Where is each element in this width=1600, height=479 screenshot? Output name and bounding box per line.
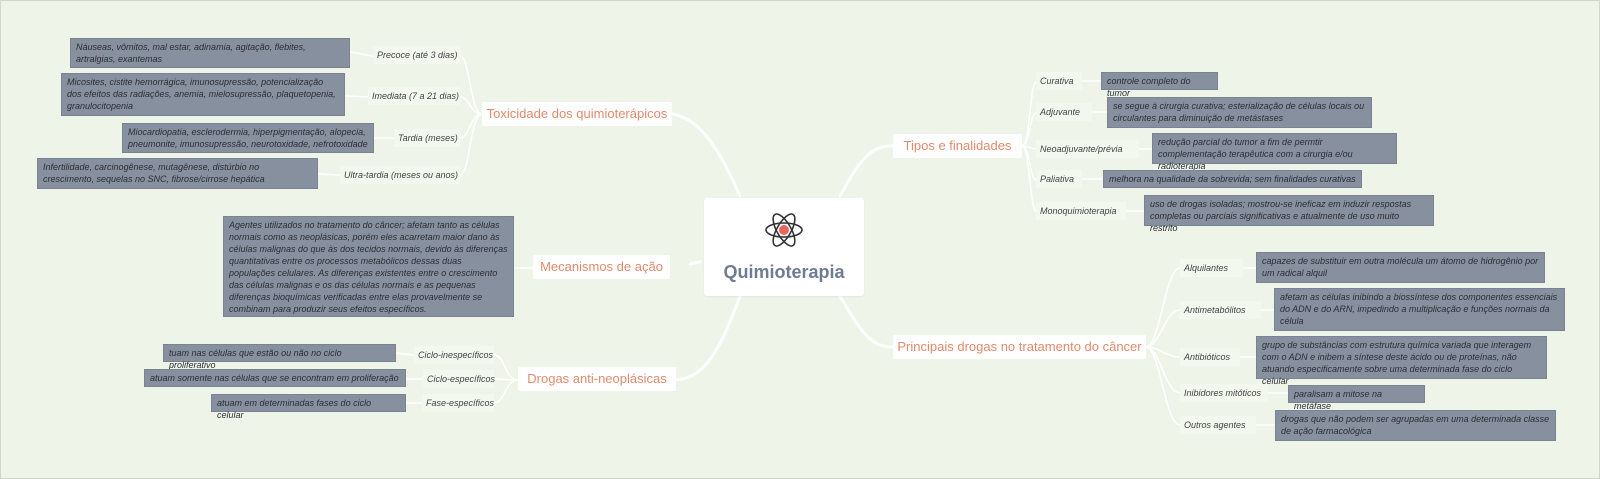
note-monoquimioterapia[interactable]: uso de drogas isoladas; mostrou-se inefi…	[1144, 195, 1434, 233]
subtopic-imediata[interactable]: Imediata (7 a 21 dias)	[368, 87, 460, 105]
note-fase-especificos[interactable]: atuam em determinadas fases do ciclo cel…	[211, 394, 406, 420]
note-outros-agentes[interactable]: drogas que não podem ser agrupadas em um…	[1275, 410, 1556, 441]
subtopic-monoquimioterapia[interactable]: Monoquimioterapia	[1036, 202, 1126, 220]
branch-principais-drogas[interactable]: Principais drogas no tratamento do cânce…	[893, 335, 1146, 359]
branch-mecanismos[interactable]: Mecanismos de ação	[533, 255, 670, 279]
subtopic-curativa[interactable]: Curativa	[1036, 72, 1082, 90]
central-topic-title: Quimioterapia	[723, 262, 845, 282]
central-topic[interactable]: Quimioterapia	[704, 198, 864, 296]
branch-tipos-finalidades[interactable]: Tipos e finalidades	[893, 134, 1022, 158]
subtopic-alquilantes[interactable]: Alquilantes	[1180, 259, 1243, 277]
note-adjuvante[interactable]: se segue à cirurgia curativa; esterializ…	[1107, 97, 1372, 128]
note-tardia[interactable]: Miocardiopatia, esclerodermia, hiperpigm…	[122, 123, 374, 153]
subtopic-outros-agentes[interactable]: Outros agentes	[1180, 416, 1256, 434]
subtopic-precoce[interactable]: Precoce (até 3 dias)	[373, 46, 460, 64]
note-ultra-tardia[interactable]: Infertilidade, carcinogênese, mutagênese…	[37, 158, 318, 189]
subtopic-inibidores-mitoticos[interactable]: Inibidores mitóticos	[1180, 384, 1268, 402]
note-curativa[interactable]: controle completo do tumor	[1101, 72, 1218, 98]
subtopic-tardia[interactable]: Tardia (meses)	[394, 129, 460, 147]
note-antibioticos[interactable]: grupo de substâncias com estrutura quími…	[1256, 336, 1547, 386]
note-neoadjuvante[interactable]: redução parcial do tumor a fim de permti…	[1152, 133, 1397, 171]
subtopic-paliativa[interactable]: Paliativa	[1036, 170, 1082, 188]
note-alquilantes[interactable]: capazes de substituir em outra molécula …	[1256, 252, 1545, 283]
note-paliativa[interactable]: melhora na qualidade da sobrevida; sem f…	[1103, 170, 1362, 188]
subtopic-ciclo-especificos[interactable]: Ciclo-específicos	[423, 370, 495, 388]
note-ciclo-especificos[interactable]: atuam somente nas células que se encontr…	[144, 369, 406, 387]
subtopic-ciclo-inespecificos[interactable]: Ciclo-inespecíficos	[414, 346, 494, 364]
subtopic-antimetabolitos[interactable]: Antimetabólitos	[1180, 301, 1261, 319]
note-mecanismos[interactable]: Agentes utilizados no tratamento do cânc…	[223, 216, 514, 317]
note-antimetabolitos[interactable]: afetam as células inibindo a biossíntese…	[1274, 288, 1565, 331]
note-inibidores-mitoticos[interactable]: paralisam a mitose na metáfase	[1288, 385, 1425, 411]
subtopic-adjuvante[interactable]: Adjuvante	[1036, 103, 1092, 121]
note-precoce[interactable]: Náuseas, vômitos, mal estar, adinamia, a…	[70, 38, 350, 68]
atom-icon	[765, 213, 803, 247]
branch-toxicidade[interactable]: Toxicidade dos quimioterápicos	[482, 102, 672, 126]
note-imediata[interactable]: Micosites, cistite hemorrágica, imunosup…	[61, 73, 345, 116]
subtopic-antibioticos[interactable]: Antibióticos	[1180, 348, 1240, 366]
note-ciclo-inespecificos[interactable]: tuam nas células que estão ou não no cic…	[163, 344, 396, 370]
subtopic-neoadjuvante[interactable]: Neoadjuvante/prévia	[1036, 140, 1139, 158]
branch-drogas-anti-neoplasicas[interactable]: Drogas anti-neoplásicas	[518, 367, 676, 391]
subtopic-ultra-tardia[interactable]: Ultra-tardia (meses ou anos)	[340, 166, 460, 184]
subtopic-fase-especificos[interactable]: Fase-específicos	[422, 394, 494, 412]
